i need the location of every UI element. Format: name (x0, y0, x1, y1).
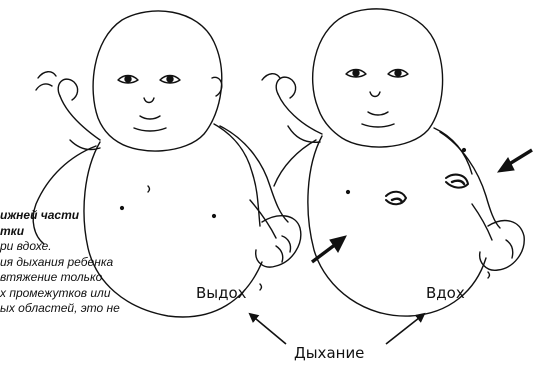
inhale-label: Вдох (426, 284, 465, 302)
caption-line: ия дыхания ребенка (0, 255, 160, 271)
caption-text-block: ижней части тки ри вдохе. ия дыхания реб… (0, 208, 160, 317)
baby-inhale-figure (262, 9, 524, 316)
breathing-label: Дыхание (294, 344, 364, 362)
cycle-arrows (250, 314, 424, 344)
exhale-label: Выдох (196, 284, 247, 302)
caption-line: ых областей, это не (0, 301, 160, 317)
caption-line: х промежутков или (0, 286, 160, 302)
caption-line: ри вдохе. (0, 239, 160, 255)
caption-line: втяжение только (0, 270, 160, 286)
caption-line: тки (0, 224, 160, 240)
caption-line: ижней части (0, 208, 160, 224)
retraction-arrows (312, 150, 532, 262)
